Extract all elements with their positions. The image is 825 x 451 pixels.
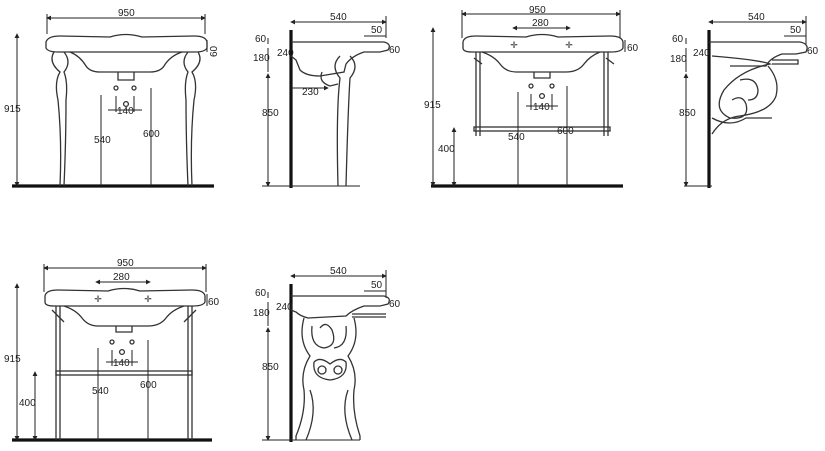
dim-bowl: 180 [670, 54, 687, 65]
dim-top: 60 [255, 288, 267, 299]
dim-rim: 60 [208, 297, 220, 308]
dim-rim: 60 [807, 46, 819, 57]
dim-rim: 60 [627, 43, 639, 54]
front-view-console: 950 280 ✛ ✛ 60 915 400 140 540 600 [424, 5, 639, 188]
leg-profile [334, 55, 341, 187]
dim-rim: 60 [209, 45, 220, 57]
dim-edge: 50 [790, 25, 802, 36]
basin-top [45, 33, 208, 53]
dim-top-depth: 240 [693, 48, 710, 59]
dim-edge: 50 [371, 280, 383, 291]
dim-height: 850 [262, 362, 279, 373]
dim-supply: 600 [143, 129, 160, 140]
faucet-hole-right: ✛ [144, 294, 152, 304]
dim-edge: 50 [371, 25, 383, 36]
dim-depth: 540 [748, 12, 765, 23]
dim-rim: 60 [389, 299, 401, 310]
dim-width: 950 [117, 258, 134, 269]
dim-pipe-gap: 140 [533, 102, 550, 113]
faucet-hole-right: ✛ [565, 40, 573, 50]
basin-profile [709, 41, 808, 67]
cross-bar [55, 370, 193, 376]
dim-holes: 280 [532, 18, 549, 29]
dim-height: 915 [4, 104, 21, 115]
dim-supply: 600 [140, 380, 157, 391]
basin-bowl [481, 51, 601, 73]
dim-top: 60 [255, 34, 267, 45]
faucet-hole-left: ✛ [94, 294, 102, 304]
dim-bar: 400 [19, 398, 36, 409]
ornamental-bracket [711, 55, 773, 119]
dim-bowl: 180 [253, 53, 270, 64]
right-leg [190, 51, 201, 187]
dim-bowl: 180 [253, 308, 270, 319]
dim-height: 915 [4, 354, 21, 365]
dim-top: 60 [672, 34, 684, 45]
dim-bar: 400 [438, 144, 455, 155]
dim-drain: 540 [94, 135, 111, 146]
dim-drain: 540 [508, 132, 525, 143]
dim-depth: 540 [330, 12, 347, 23]
towel-bar [473, 126, 611, 132]
dim-trap: 230 [302, 87, 319, 98]
side-view-bracket: 540 50 60 60 180 240 850 [670, 12, 819, 188]
ornamental-pedestal [295, 317, 311, 440]
dim-rim: 60 [389, 45, 401, 56]
dim-width: 950 [529, 5, 546, 16]
dim-height: 915 [424, 100, 441, 111]
dim-pipe-gap: 140 [117, 106, 134, 117]
dim-pipe-gap: 140 [113, 358, 130, 369]
dim-height: 850 [679, 108, 696, 119]
basin-bowl [69, 51, 183, 73]
basin-profile [290, 41, 390, 77]
basin-bowl [63, 305, 185, 327]
front-view-console-2: 950 280 ✛ ✛ 60 915 400 140 540 600 [4, 258, 220, 442]
front-view-legs: 950 60 915 140 540 600 [4, 8, 220, 188]
dim-depth: 540 [330, 266, 347, 277]
dim-top-depth: 240 [276, 302, 293, 313]
basin-top [462, 33, 624, 53]
side-view-legs: 540 50 60 60 180 240 850 230 [253, 12, 401, 188]
dim-supply: 600 [557, 126, 574, 137]
basin-top [44, 287, 206, 307]
dim-holes: 280 [113, 272, 130, 283]
dim-width: 950 [118, 8, 135, 19]
dim-top-depth: 240 [277, 48, 294, 59]
faucet-hole-left: ✛ [510, 40, 518, 50]
left-leg [51, 51, 62, 187]
side-view-pedestal: 540 50 60 60 180 240 850 [253, 266, 401, 442]
dim-height: 850 [262, 108, 279, 119]
dim-drain: 540 [92, 386, 109, 397]
basin-profile [290, 295, 390, 319]
